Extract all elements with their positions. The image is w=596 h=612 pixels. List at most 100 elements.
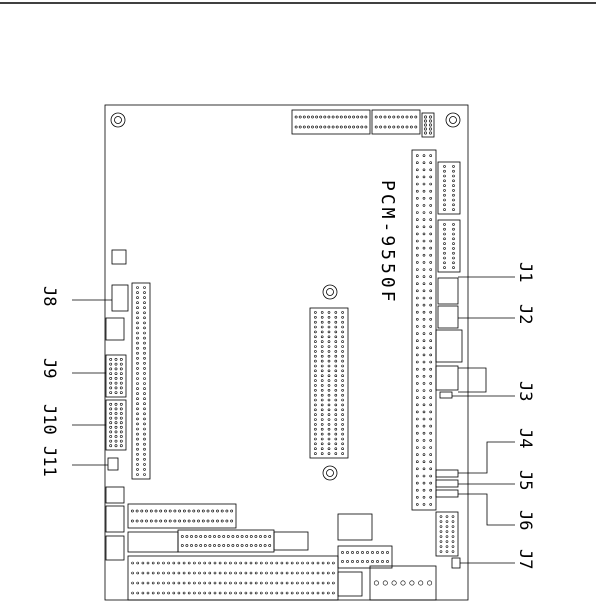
pin: [314, 360, 316, 362]
pin: [137, 453, 139, 455]
pin: [335, 341, 337, 343]
pin: [296, 562, 298, 564]
left-header-4: [106, 506, 124, 532]
pin: [429, 132, 431, 134]
pin: [183, 582, 185, 584]
pin: [321, 419, 323, 421]
pin: [328, 448, 330, 450]
pin: [423, 454, 425, 456]
pin: [356, 551, 358, 553]
pin: [328, 380, 330, 382]
pin: [190, 544, 192, 546]
pin: [276, 572, 278, 574]
pin: [163, 572, 165, 574]
pin: [342, 384, 344, 386]
pin: [307, 572, 309, 574]
pin: [335, 350, 337, 352]
pin: [322, 582, 324, 584]
pin: [312, 562, 314, 564]
pin: [416, 311, 418, 313]
pin: [204, 592, 206, 594]
pin: [235, 572, 237, 574]
pin: [416, 162, 418, 164]
pin: [335, 414, 337, 416]
pin: [314, 389, 316, 391]
pin: [221, 520, 223, 522]
pin: [132, 582, 134, 584]
pin: [314, 326, 316, 328]
pin: [286, 562, 288, 564]
pin: [168, 592, 170, 594]
pin: [324, 126, 326, 128]
pin: [137, 393, 139, 395]
pin: [342, 336, 344, 338]
pin: [416, 190, 418, 192]
pin: [163, 582, 165, 584]
pin: [120, 363, 122, 365]
pin: [197, 520, 199, 522]
pin: [295, 126, 297, 128]
leader-j6: [458, 494, 515, 525]
pin: [144, 352, 146, 354]
pin: [202, 520, 204, 522]
pin: [144, 297, 146, 299]
pin: [144, 468, 146, 470]
pin: [335, 336, 337, 338]
pin: [384, 126, 386, 128]
pin: [164, 510, 166, 512]
pin: [342, 355, 344, 357]
pin: [444, 247, 446, 249]
pin: [444, 199, 446, 201]
pin: [141, 510, 143, 512]
pin: [328, 331, 330, 333]
pin: [424, 120, 426, 122]
pin: [240, 582, 242, 584]
pin: [169, 510, 171, 512]
pin: [346, 551, 348, 553]
pin: [416, 254, 418, 256]
pin: [430, 390, 432, 392]
pin: [204, 572, 206, 574]
pin: [328, 350, 330, 352]
pin: [120, 387, 122, 389]
pin: [311, 126, 313, 128]
pin: [120, 445, 122, 447]
pin: [137, 317, 139, 319]
pin: [430, 212, 432, 214]
pin: [321, 399, 323, 401]
pin: [295, 116, 297, 118]
pin: [246, 544, 248, 546]
right-connector-1: [438, 162, 460, 214]
pin: [440, 516, 442, 518]
pin: [181, 535, 183, 537]
pin: [120, 408, 122, 410]
pin: [371, 560, 373, 562]
label-j9: J9: [39, 358, 59, 378]
pin: [327, 562, 329, 564]
pin: [423, 190, 425, 192]
pin: [193, 582, 195, 584]
pin: [137, 423, 139, 425]
pin: [321, 409, 323, 411]
pin: [361, 560, 363, 562]
pin: [381, 551, 383, 553]
pin: [335, 399, 337, 401]
pin: [115, 387, 117, 389]
pin: [144, 362, 146, 364]
power-connector: [370, 566, 436, 600]
pin: [423, 390, 425, 392]
pin: [342, 389, 344, 391]
pin: [152, 592, 154, 594]
pin: [271, 572, 273, 574]
pin: [269, 544, 271, 546]
pin: [402, 116, 404, 118]
pin: [193, 562, 195, 564]
pin: [160, 520, 162, 522]
pin: [276, 582, 278, 584]
pin: [120, 368, 122, 370]
pin: [232, 535, 234, 537]
pin: [328, 404, 330, 406]
pin: [144, 367, 146, 369]
pin: [416, 454, 418, 456]
pin: [453, 209, 455, 211]
